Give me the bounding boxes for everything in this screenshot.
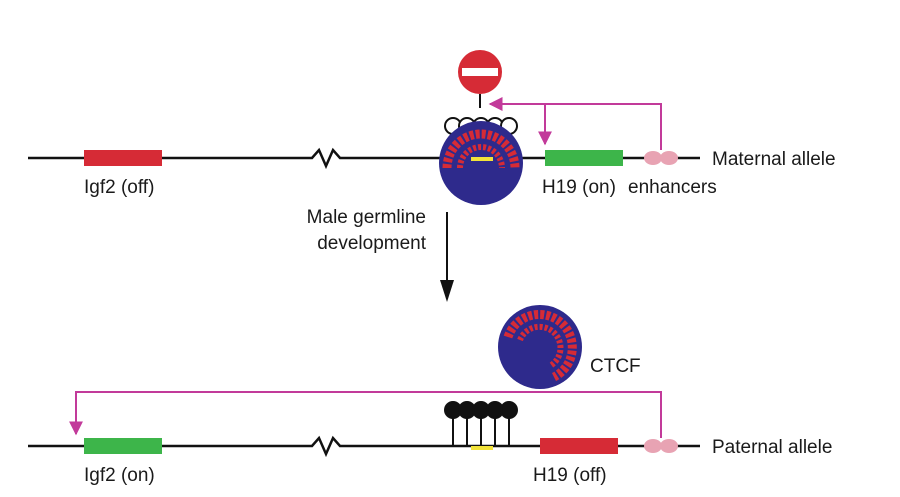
h19-on-label: H19 (on) — [542, 177, 616, 198]
ctcf-label: CTCF — [590, 356, 641, 377]
paternal-igf2-gene — [84, 438, 162, 454]
igf2-on-label: Igf2 (on) — [84, 465, 155, 486]
ctcf-bound-maternal — [439, 121, 523, 205]
paternal-dna-line — [28, 435, 700, 458]
maternal-allele-label: Maternal allele — [712, 149, 836, 170]
enhancers-label: enhancers — [628, 177, 717, 198]
transition-label-line1: Male germline — [307, 207, 426, 228]
paternal-allele-label: Paternal allele — [712, 437, 832, 458]
h19-off-label: H19 (off) — [533, 465, 607, 486]
igf2-off-label: Igf2 (off) — [84, 177, 154, 198]
filled-lollipop-icon — [444, 401, 518, 446]
ctcf-free — [498, 305, 582, 389]
maternal-igf2-gene — [84, 150, 162, 166]
transition-arrow — [440, 212, 454, 302]
maternal-icr-mark — [471, 157, 493, 161]
paternal-icr-mark — [471, 446, 493, 450]
transition-label-line2: development — [317, 233, 427, 254]
maternal-h19-gene — [545, 150, 623, 166]
maternal-dna-line — [28, 147, 700, 170]
paternal-h19-gene — [540, 438, 618, 454]
enhancer-to-igf2-arrow — [69, 391, 662, 438]
paternal-enhancers — [644, 439, 678, 453]
no-entry-icon — [458, 50, 502, 108]
paternal-allele-group — [28, 391, 700, 458]
enhancer-to-h19-arrow — [538, 103, 662, 150]
maternal-allele-group — [28, 50, 700, 205]
maternal-enhancers — [644, 151, 678, 165]
